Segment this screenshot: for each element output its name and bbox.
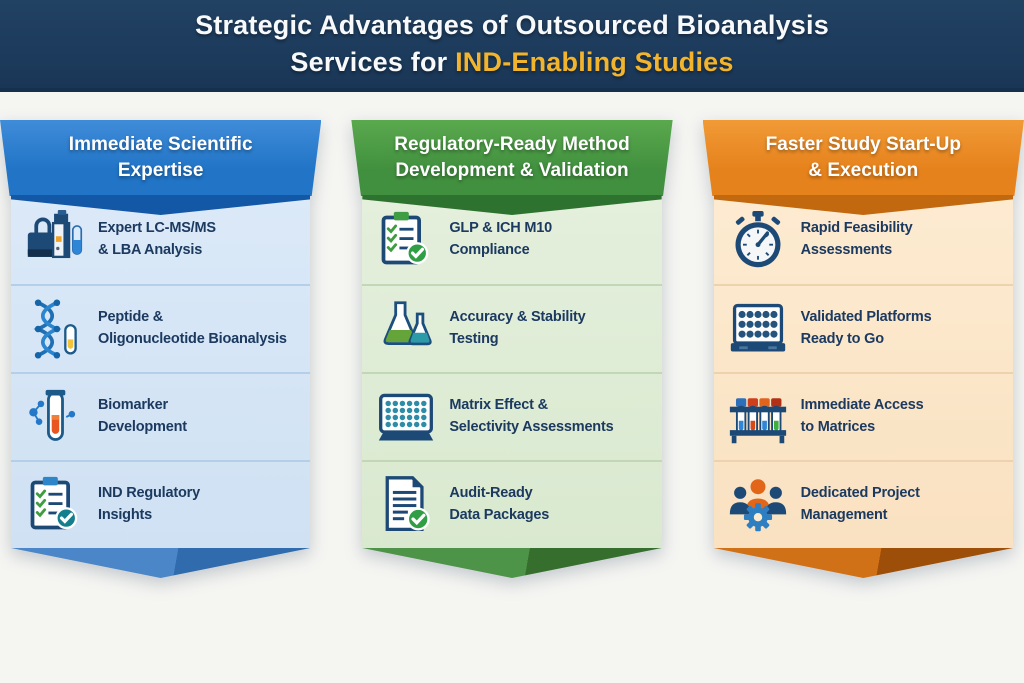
team-gear-icon: [729, 479, 786, 532]
column-3-ribbon: Faster Study Start-Up & Execution: [702, 120, 1024, 196]
item-label: Immediate Access to Matrices: [800, 397, 924, 435]
item-dedicated-project-management: Dedicated Project Management: [713, 460, 1013, 548]
microplate-icon: [379, 393, 434, 441]
item-label: IND Regulatory Insights: [98, 485, 200, 523]
item-matrix-selectivity: Matrix Effect & Selectivity Assessments: [362, 372, 662, 460]
column-3-title: Faster Study Start-Up & Execution: [765, 134, 961, 181]
title-line-1: Strategic Advantages of Outsourced Bioan…: [195, 10, 829, 41]
column-1-ribbon: Immediate Scientific Expertise: [0, 120, 322, 196]
item-glp-ich-m10: GLP & ICH M10 Compliance: [362, 196, 661, 284]
column-immediate-scientific-expertise: Immediate Scientific Expertise: [0, 120, 322, 578]
title-line-2: Services for IND-Enabling Studies: [290, 45, 733, 80]
item-label: Accuracy & Stability Testing: [449, 309, 586, 347]
title-banner: Strategic Advantages of Outsourced Bioan…: [0, 0, 1024, 92]
column-faster-study-startup: Faster Study Start-Up & Execution: [702, 120, 1024, 578]
column-2-title: Regulatory-Ready Method Development & Va…: [394, 134, 630, 181]
item-immediate-access-matrices: Immediate Access to Matrices: [713, 372, 1013, 460]
item-label: Rapid Feasibility Assessments: [800, 220, 913, 258]
item-accuracy-stability: Accuracy & Stability Testing: [362, 284, 662, 372]
item-label: Validated Platforms Ready to Go: [800, 309, 932, 347]
item-label: Peptide & Oligonucleotide Bioanalysis: [98, 309, 287, 347]
item-biomarker-development: Biomarker Development: [11, 372, 311, 460]
audit-document-check-icon: [385, 476, 430, 532]
checklist-green-check-icon: [381, 211, 429, 265]
item-label: Matrix Effect & Selectivity Assessments: [449, 397, 614, 435]
title-line-2-highlight: IND-Enabling Studies: [455, 46, 734, 77]
platform-plate-icon: [730, 303, 785, 352]
item-rapid-feasibility: Rapid Feasibility Assessments: [714, 196, 1013, 284]
column-3-header: Faster Study Start-Up & Execution: [702, 120, 1024, 215]
item-peptide-oligonucleotide: Peptide & Oligonucleotide Bioanalysis: [11, 284, 311, 372]
checklist-teal-check-icon: [30, 476, 78, 530]
columns-row: Immediate Scientific Expertise: [0, 120, 1024, 578]
item-label: GLP & ICH M10 Compliance: [449, 220, 553, 258]
stopwatch-icon: [735, 210, 781, 268]
item-ind-regulatory-insights: IND Regulatory Insights: [11, 460, 311, 548]
column-2-header: Regulatory-Ready Method Development & Va…: [351, 120, 673, 215]
item-label: Dedicated Project Management: [800, 485, 920, 523]
item-label: Biomarker Development: [98, 397, 187, 435]
column-2-ribbon: Regulatory-Ready Method Development & Va…: [351, 120, 673, 196]
column-3-panel: Rapid Feasibility Assessments: [713, 196, 1013, 548]
flasks-icon: [383, 301, 433, 346]
column-1-title: Immediate Scientific Expertise: [68, 134, 253, 181]
title-line-2-prefix: Services for: [290, 46, 448, 77]
item-audit-ready-data: Audit-Ready Data Packages: [362, 460, 662, 548]
item-label: Expert LC-MS/MS & LBA Analysis: [98, 220, 216, 258]
column-1-panel: Expert LC-MS/MS & LBA Analysis Peptide &…: [11, 196, 311, 548]
column-1-tail: [11, 548, 311, 578]
column-1-header: Immediate Scientific Expertise: [0, 120, 322, 215]
column-2-tail: [362, 548, 662, 578]
item-validated-platforms: Validated Platforms Ready to Go: [713, 284, 1013, 372]
column-3-tail: [713, 548, 1013, 578]
item-expert-lc-ms-ms: Expert LC-MS/MS & LBA Analysis: [11, 196, 310, 284]
item-label: Audit-Ready Data Packages: [449, 485, 550, 523]
column-2-panel: GLP & ICH M10 Compliance Accuracy & Stab…: [362, 196, 662, 548]
dna-helix-tube-icon: [33, 299, 77, 359]
column-regulatory-ready-method: Regulatory-Ready Method Development & Va…: [351, 120, 673, 578]
test-tube-rack-icon: [729, 398, 786, 444]
biomarker-tube-icon: [29, 389, 76, 441]
mass-spectrometer-icon: [27, 210, 83, 259]
